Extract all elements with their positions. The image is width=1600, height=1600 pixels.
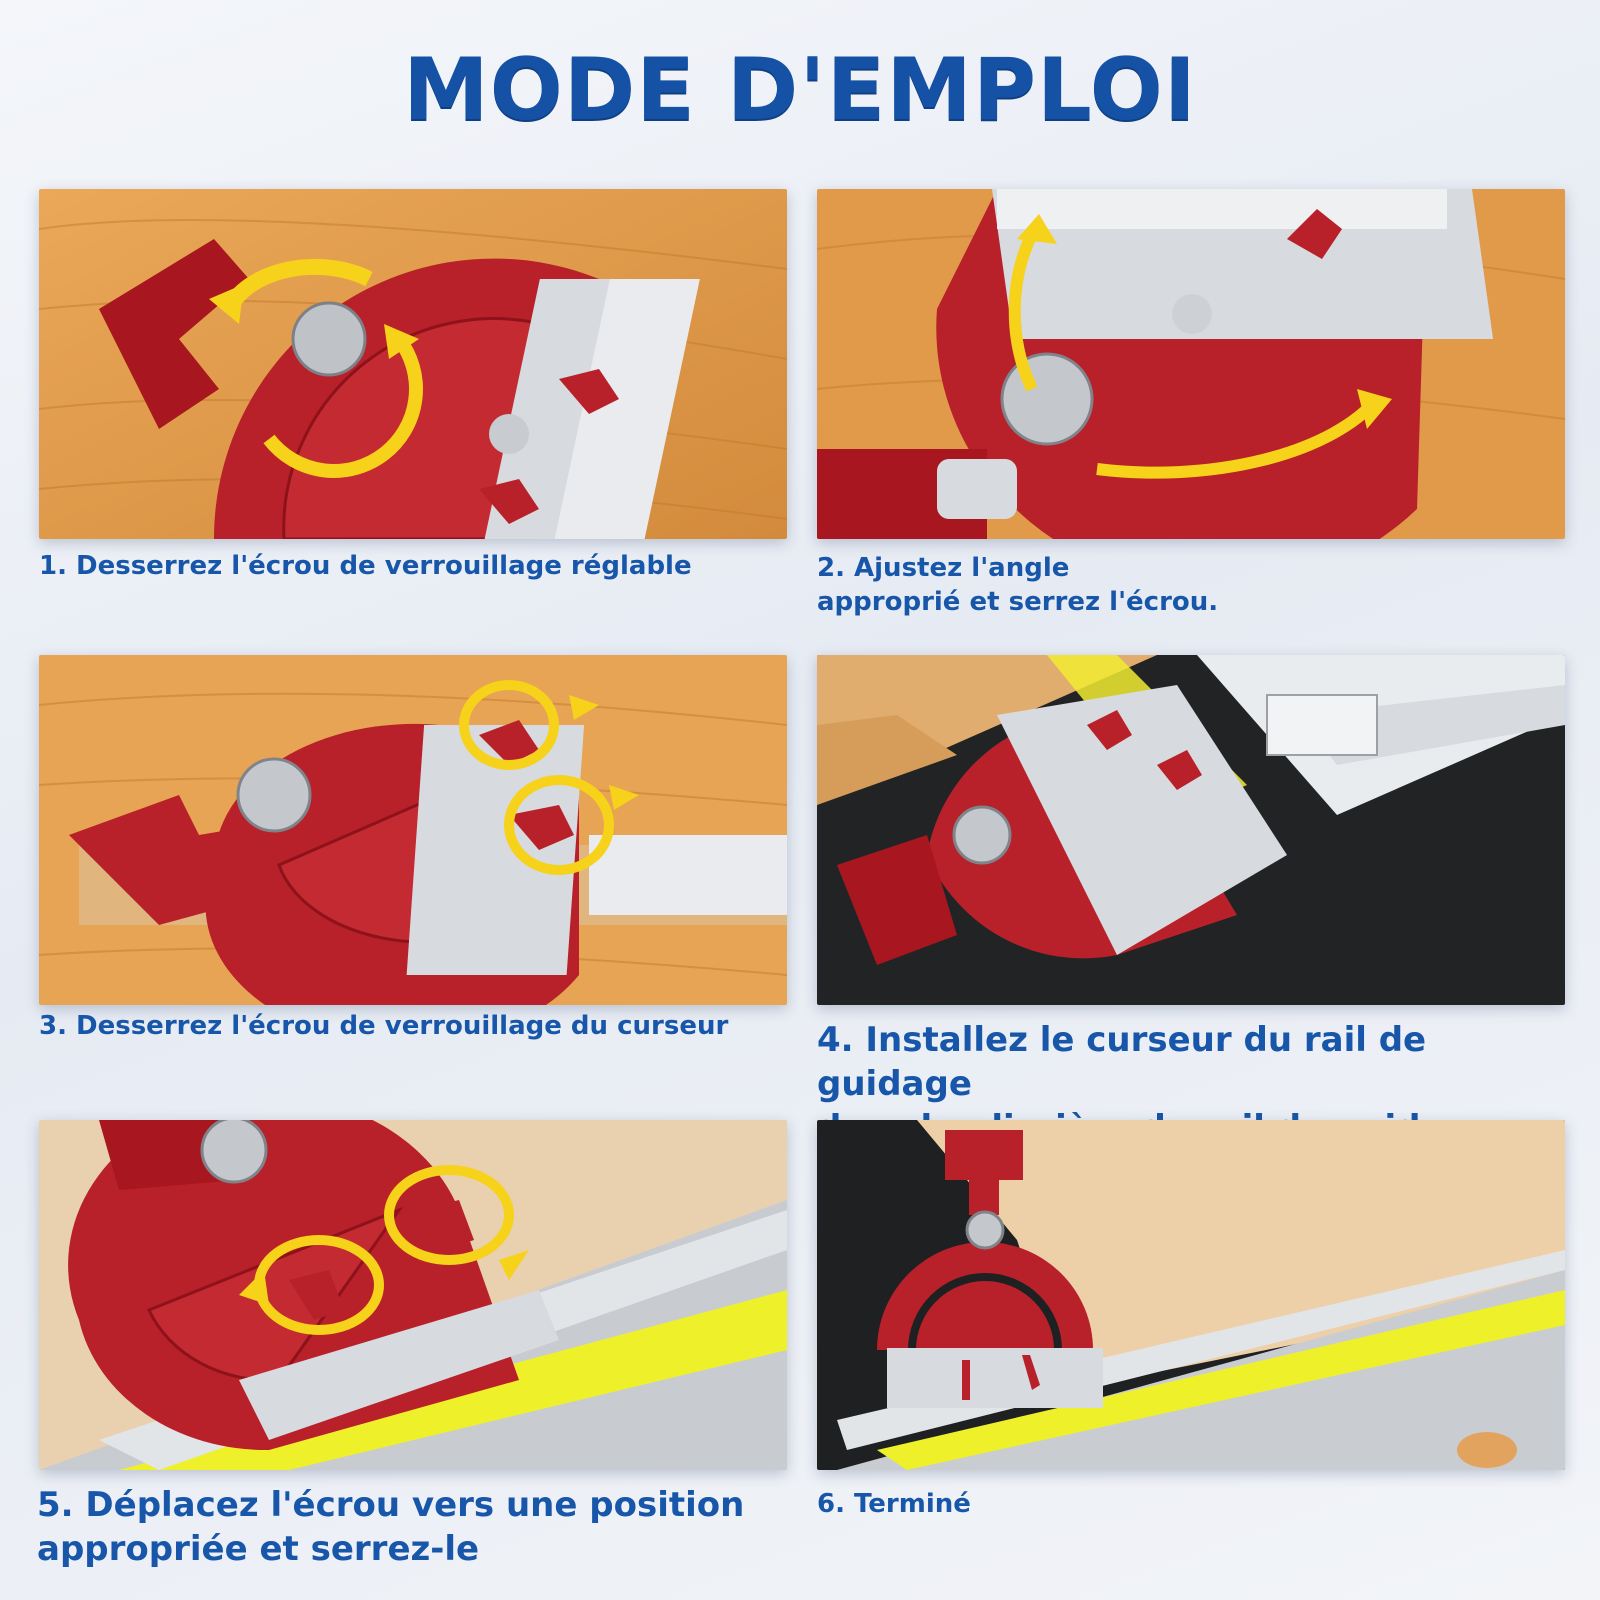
step-2-caption: 2. Ajustez l'angle approprié et serrez l… — [817, 552, 1565, 620]
step-1-caption-line1: 1. Desserrez l'écrou de verrouillage rég… — [39, 551, 692, 581]
step-2-photo — [817, 189, 1565, 539]
step-4-photo — [817, 655, 1565, 1005]
step-5-caption-line2: appropriée et serrez-le — [37, 1529, 480, 1570]
step-5-photo — [39, 1120, 787, 1470]
step-3-caption: 3. Desserrez l'écrou de verrouillage du … — [39, 1010, 787, 1044]
page-title: MODE D'EMPLOI — [403, 40, 1197, 140]
step-5-caption: 5. Déplacez l'écrou vers une position ap… — [37, 1483, 797, 1571]
step-3-caption-line1: 3. Desserrez l'écrou de verrouillage du … — [39, 1011, 729, 1041]
step-1-caption: 1. Desserrez l'écrou de verrouillage rég… — [39, 550, 787, 584]
step-6-caption: 6. Terminé — [817, 1488, 1565, 1522]
step-6-photo — [817, 1120, 1565, 1470]
step-2-caption-line1: 2. Ajustez l'angle — [817, 553, 1070, 583]
step-3-photo — [39, 655, 787, 1005]
step-1-photo — [39, 189, 787, 539]
step-4-caption-line1: 4. Installez le curseur du rail de guida… — [817, 1020, 1427, 1105]
step-6-caption-line1: 6. Terminé — [817, 1489, 971, 1519]
step-5-caption-line1: 5. Déplacez l'écrou vers une position — [37, 1485, 745, 1525]
step-2-caption-line2: approprié et serrez l'écrou. — [817, 586, 1219, 617]
